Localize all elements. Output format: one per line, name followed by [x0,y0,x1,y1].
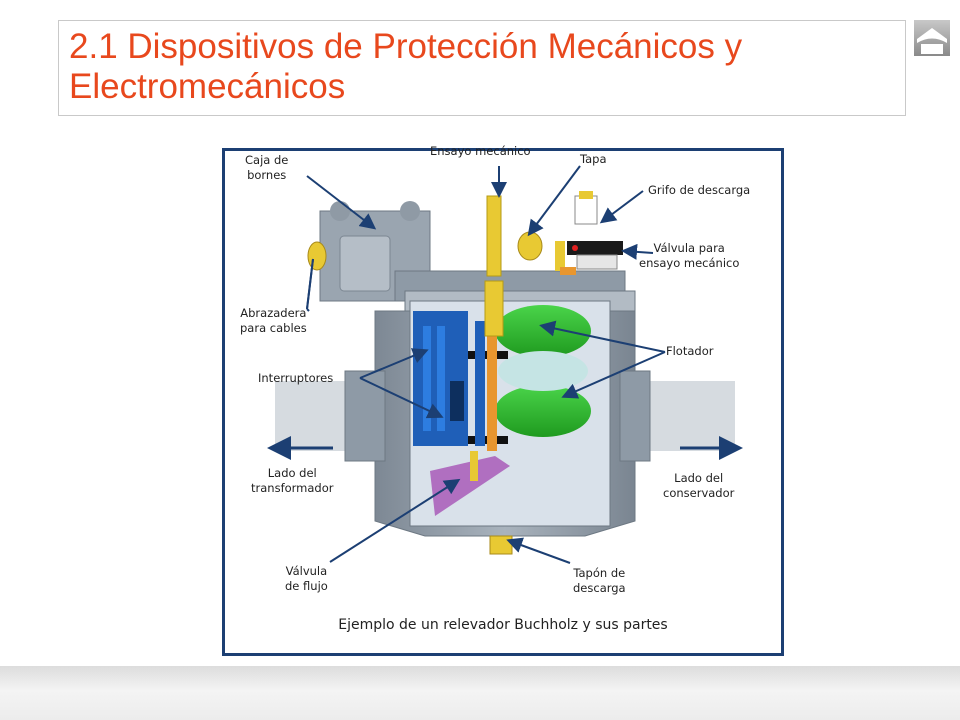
label-grifo-descarga: Grifo de descarga [648,183,751,197]
label-flotador: Flotador [666,344,714,358]
drain-cock [555,191,623,275]
label-ensayo-mecanico: Ensayo mecánico [430,144,531,158]
lower-float [495,385,591,437]
label-tapa: Tapa [580,152,607,166]
flow-valve [430,456,510,516]
cover-bolt [517,231,543,261]
buchholz-diagram [225,151,781,581]
footer-band [0,666,960,720]
upper-float [495,305,591,357]
slide-title: 2.1 Dispositivos de Protección Mecánicos… [69,27,743,106]
figure-caption: Ejemplo de un relevador Buchholz y sus p… [338,617,668,633]
home-icon[interactable] [914,20,950,56]
title-box: 2.1 Dispositivos de Protección Mecánicos… [58,20,906,116]
mechanical-test-plunger [484,195,504,337]
cable-clamp [307,241,327,271]
drain-plug [489,535,513,555]
label-interruptores: Interruptores [258,371,334,385]
